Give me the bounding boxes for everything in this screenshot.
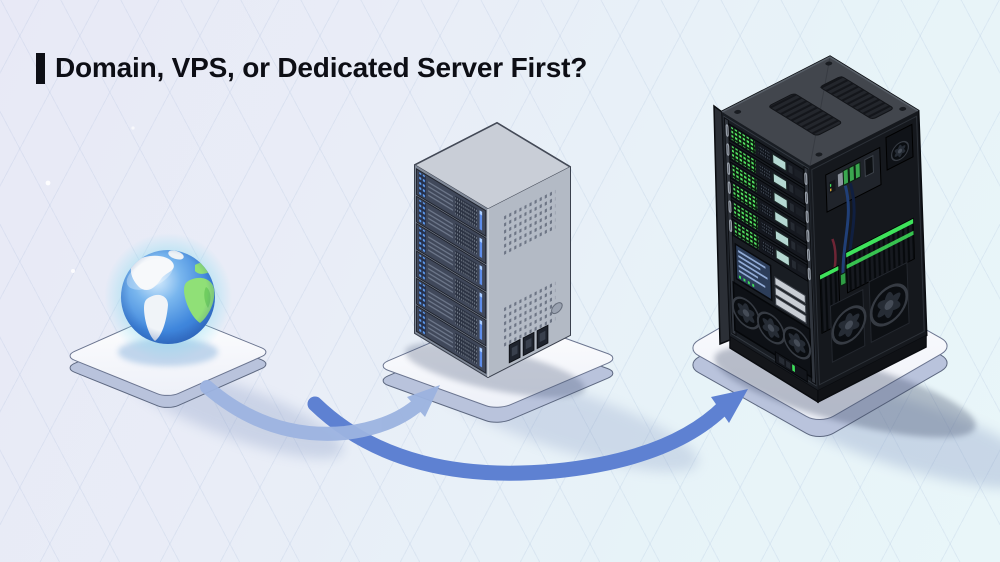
vps-ethernet-ports xyxy=(509,325,548,362)
title-accent-bar xyxy=(36,52,45,84)
server-rack-icon xyxy=(707,0,983,456)
vps-side-face xyxy=(488,167,570,377)
sparkle-dots xyxy=(45,126,135,273)
rack-screws xyxy=(734,61,907,157)
rack-top-face xyxy=(722,57,918,166)
rack-power-module xyxy=(775,352,807,382)
page-header: Domain, VPS, or Dedicated Server First? xyxy=(36,52,587,84)
rack-blank-trays xyxy=(775,277,806,323)
vps-tower-icon xyxy=(401,123,589,409)
rack-side-face xyxy=(810,111,926,390)
globe-icon xyxy=(104,233,232,366)
page-title: Domain, VPS, or Dedicated Server First? xyxy=(55,52,588,83)
globe-highlight xyxy=(126,258,174,290)
arrow-domain-to-vps xyxy=(200,380,440,441)
rack-door-edge xyxy=(713,104,731,346)
vps-front-face xyxy=(415,165,488,377)
rack-lcd-panel xyxy=(735,244,771,300)
arrow-vps-to-dedicated xyxy=(307,389,748,481)
